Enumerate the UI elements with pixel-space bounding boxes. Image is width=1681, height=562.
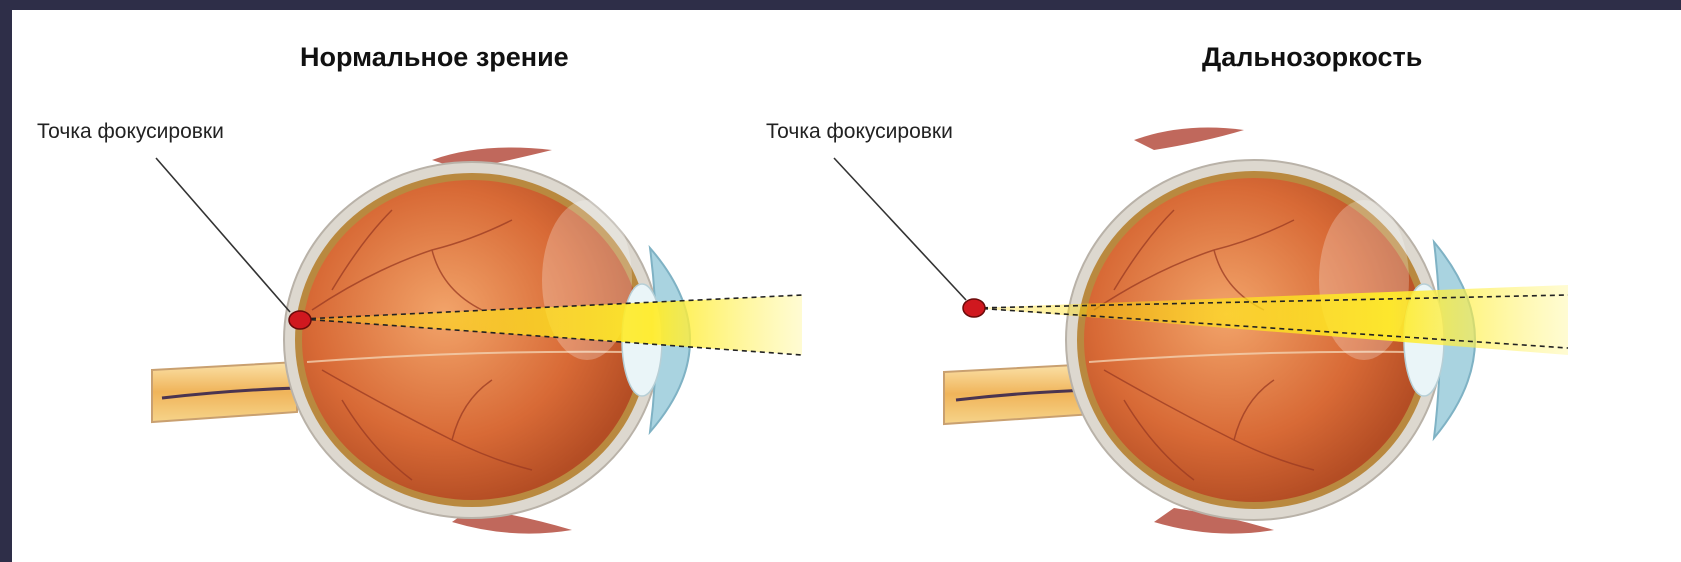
normal-vision-title: Нормальное зрение — [300, 42, 569, 73]
focus-pointer-line — [834, 158, 966, 300]
normal-eye-illustration — [12, 10, 846, 562]
slide-frame: Нормальное зрение Точка фокусировки — [12, 10, 1681, 562]
muscle-top — [1134, 128, 1244, 150]
farsightedness-panel: Дальнозоркость Точка фокусировки — [734, 10, 1568, 562]
focus-pointer-line — [156, 158, 290, 312]
focus-point-label: Точка фокусировки — [37, 120, 224, 144]
focus-point-marker — [963, 299, 985, 317]
normal-vision-panel: Нормальное зрение Точка фокусировки — [12, 10, 846, 562]
focus-point-marker — [289, 311, 311, 329]
farsightedness-title: Дальнозоркость — [1202, 42, 1422, 73]
focus-point-label: Точка фокусировки — [766, 120, 953, 144]
farsighted-eye-illustration — [734, 10, 1568, 562]
